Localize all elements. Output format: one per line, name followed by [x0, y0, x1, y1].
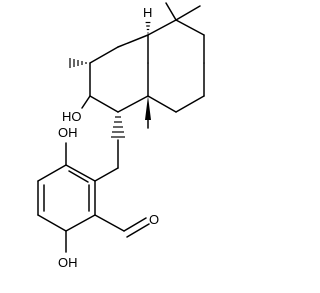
ring-hydroxyl-label: HO: [62, 109, 82, 124]
bond: [147, 95, 177, 113]
bond: [37, 214, 67, 232]
bottom-hydroxyl-label: OH: [58, 255, 78, 270]
bond: [81, 95, 91, 109]
bond: [175, 95, 205, 113]
double-bond: [126, 223, 150, 238]
wedge-bond: [145, 96, 151, 120]
c2-methyl: [69, 58, 87, 68]
aldehyde-oxygen-label: O: [149, 212, 159, 227]
stereo-h: H: [143, 5, 152, 34]
double-bond: [68, 170, 89, 183]
structure-canvas: H HO OH OH: [37, 2, 205, 270]
bond: [65, 214, 96, 232]
top-hydroxyl-label: OH: [58, 125, 78, 140]
gem-dimethyl: [165, 2, 201, 21]
bond: [94, 167, 119, 182]
bond: [175, 19, 205, 36]
bond: [117, 95, 149, 113]
bond: [165, 2, 177, 21]
bond: [117, 34, 149, 48]
benzene-ring: [37, 164, 119, 232]
bond: [94, 214, 125, 232]
decalin-ring-a: [89, 34, 149, 113]
bond: [65, 164, 96, 182]
bond: [89, 46, 119, 64]
c1-hashed-bond: [111, 116, 125, 138]
double-bond: [123, 217, 147, 232]
h-label: H: [143, 5, 152, 20]
hashed-bond: [145, 21, 151, 34]
chemical-structure: H HO OH OH: [37, 2, 205, 270]
bond: [37, 164, 67, 182]
decalin-ring-b: [147, 19, 205, 113]
bond: [147, 19, 177, 36]
bond: [89, 95, 119, 113]
bond: [175, 5, 201, 21]
